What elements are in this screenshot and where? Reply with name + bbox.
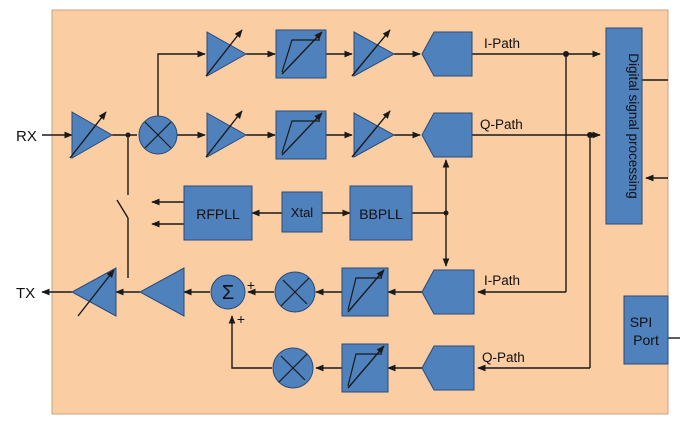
i-path-filter-icon bbox=[275, 29, 327, 79]
spi-port-block bbox=[623, 295, 669, 365]
summer-plus-top: + bbox=[247, 277, 255, 293]
tx-driver-amp-icon bbox=[138, 267, 185, 317]
signal-lines bbox=[41, 50, 680, 372]
q-path-vga1-icon bbox=[205, 110, 248, 158]
sum-symbol: Σ bbox=[222, 282, 234, 304]
junction-dots bbox=[125, 51, 593, 216]
bbpll-label: BBPLL bbox=[359, 206, 403, 222]
tx-q-filter-icon bbox=[341, 343, 389, 393]
rfpll-label: RFPLL bbox=[196, 206, 240, 222]
summer-plus-bottom: + bbox=[237, 311, 245, 327]
tx-i-dac-icon bbox=[421, 269, 475, 315]
i-path-adc-icon bbox=[421, 31, 473, 77]
tx-i-filter-icon bbox=[341, 267, 389, 317]
tx-q-dac-icon bbox=[421, 345, 475, 391]
spi-label-line2: Port bbox=[633, 332, 659, 348]
i-path-vga1-icon bbox=[205, 29, 248, 77]
xtal-label: Xtal bbox=[291, 205, 314, 220]
dsp-block bbox=[605, 27, 643, 225]
tx-i-path-label: I-Path bbox=[484, 273, 520, 288]
i-path-vga2-icon bbox=[351, 29, 396, 77]
tx-i-mixer-icon bbox=[274, 271, 316, 313]
rx-i-path-label: I-Path bbox=[484, 36, 520, 51]
tx-q-path-label: Q-Path bbox=[482, 350, 525, 365]
summer-icon bbox=[210, 274, 246, 310]
rfpll-block bbox=[183, 185, 253, 241]
q-path-adc-icon bbox=[421, 112, 473, 158]
q-path-filter-icon bbox=[275, 110, 327, 160]
xtal-block bbox=[281, 191, 323, 233]
spi-label-line1: SPI bbox=[630, 314, 653, 330]
rx-lna-icon bbox=[69, 111, 114, 159]
bbpll-block bbox=[349, 185, 413, 241]
rx-q-path-label: Q-Path bbox=[480, 117, 523, 132]
tx-port-label: TX bbox=[16, 285, 35, 302]
rx-port-label: RX bbox=[16, 128, 37, 145]
dsp-label: Digital signal processing bbox=[626, 53, 641, 199]
tx-q-mixer-icon bbox=[272, 347, 314, 389]
tx-power-amp-icon bbox=[70, 267, 117, 317]
rx-mixer-icon bbox=[138, 115, 178, 155]
q-path-vga2-icon bbox=[351, 110, 396, 158]
